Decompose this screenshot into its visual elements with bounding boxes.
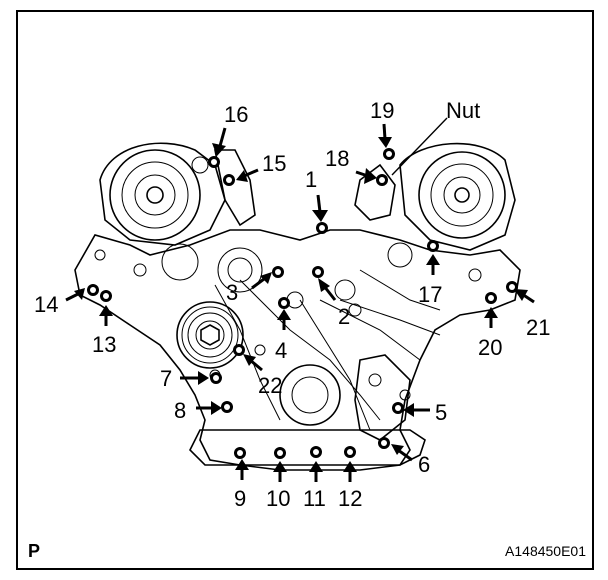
callout-16: 16 <box>224 102 248 127</box>
callout-18: 18 <box>325 146 349 171</box>
callout-2: 2 <box>338 304 350 329</box>
callout-15: 15 <box>262 151 286 176</box>
left-cam-housing <box>99 142 226 246</box>
callout-4: 4 <box>275 338 287 363</box>
callout-7: 7 <box>160 366 172 391</box>
nut-leader-line <box>391 117 448 176</box>
corner-letter: P <box>28 541 41 561</box>
callout-8: 8 <box>174 398 186 423</box>
callout-3: 3 <box>226 280 238 305</box>
crank-pulley <box>279 364 341 426</box>
callout-12: 12 <box>338 486 362 511</box>
callout-14: 14 <box>34 292 58 317</box>
callout-11: 11 <box>303 486 326 511</box>
right-cam-housing <box>399 142 516 251</box>
callout-17: 17 <box>418 282 442 307</box>
oil-pan-flange <box>189 429 426 466</box>
callout-arrows <box>65 123 535 482</box>
callout-20: 20 <box>478 335 502 360</box>
callout-10: 10 <box>266 486 290 511</box>
timing-cover <box>74 229 521 471</box>
callout-21: 21 <box>526 315 550 340</box>
idler-pulley <box>176 301 244 369</box>
callout-9: 9 <box>234 486 246 511</box>
callout-5: 5 <box>435 400 447 425</box>
callout-13: 13 <box>92 332 116 357</box>
right-bracket <box>354 163 396 221</box>
left-bracket <box>214 149 256 227</box>
figure-id: A148450E01 <box>505 543 586 559</box>
callout-22: 22 <box>258 373 282 398</box>
callout-labels: 1 2 3 4 5 6 7 8 9 10 11 12 13 14 15 16 1… <box>34 98 550 511</box>
callout-1: 1 <box>305 167 317 192</box>
callout-nut: Nut <box>446 98 480 123</box>
bolts <box>87 148 518 459</box>
callout-6: 6 <box>418 452 430 477</box>
figure-frame <box>16 10 594 570</box>
callout-19: 19 <box>370 98 394 123</box>
lower-right-bracket <box>354 354 411 441</box>
